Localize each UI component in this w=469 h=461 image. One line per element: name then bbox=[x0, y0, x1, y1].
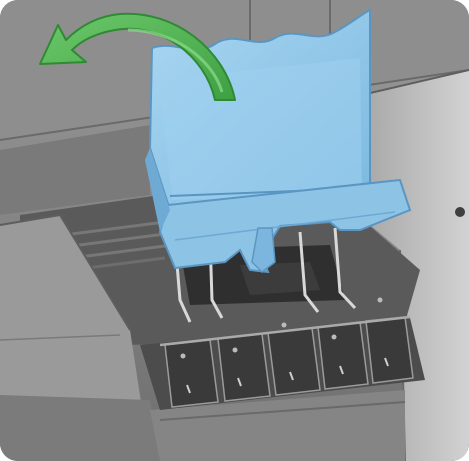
printhead-slot bbox=[268, 323, 320, 396]
printhead-slot bbox=[165, 340, 218, 407]
printhead-slot bbox=[318, 322, 368, 389]
printhead-slot bbox=[218, 334, 270, 401]
